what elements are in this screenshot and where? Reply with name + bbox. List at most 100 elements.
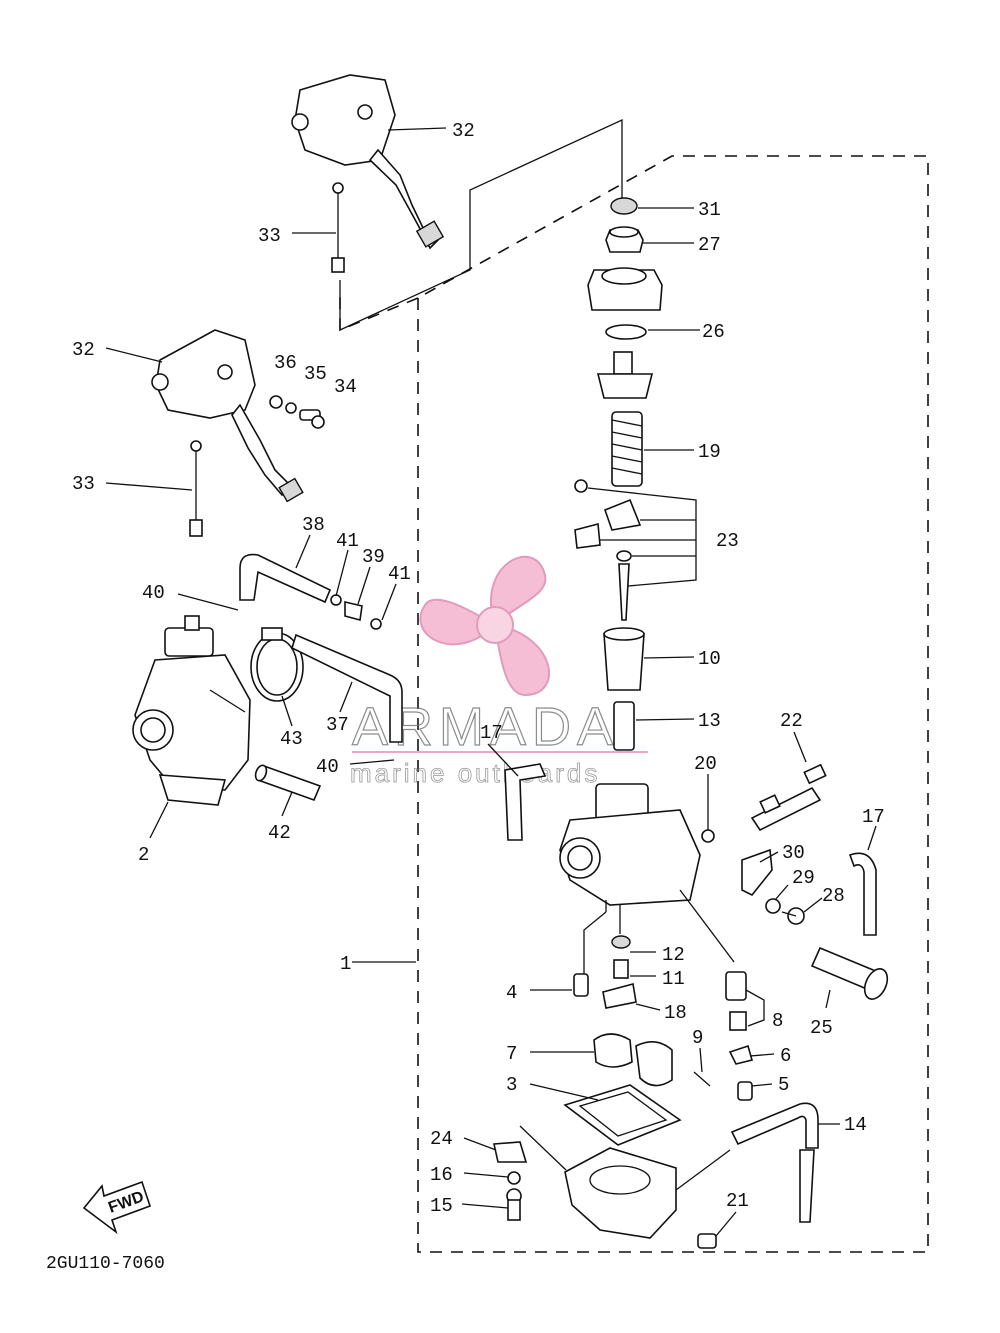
washer-31 [610,197,638,215]
callout-32-left: 32 [72,339,95,361]
callout-11: 11 [662,968,685,990]
hose-42 [254,764,322,802]
throttle-cable-left [189,440,203,537]
screw-21 [697,1233,717,1249]
screw-15 [506,1188,522,1221]
callout-10: 10 [698,648,721,670]
callout-15: 15 [430,1195,453,1217]
screw-5 [737,1081,753,1101]
callout-33-left: 33 [72,473,95,495]
callout-31: 31 [698,199,721,221]
diagram-code: 2GU110-7060 [46,1254,165,1274]
washer-12 [611,935,631,949]
vent-hose-38 [239,553,332,604]
bracket-30 [741,848,773,897]
callout-1: 1 [340,953,351,975]
callout-5: 5 [778,1074,789,1096]
callout-2: 2 [138,844,149,866]
propeller-logo-icon [419,555,550,697]
callout-12: 12 [662,944,685,966]
callout-24: 24 [430,1128,453,1150]
callout-39: 39 [362,546,385,568]
adjuster-set-22 [750,763,827,832]
callout-37: 37 [326,714,349,736]
o-ring-26 [605,324,647,340]
callout-35: 35 [304,363,327,385]
callout-16: 16 [430,1164,453,1186]
throttle-housing-top [291,74,445,250]
callout-26: 26 [702,321,725,343]
screw-28 [781,907,805,925]
callout-13: 13 [698,710,721,732]
plate-18 [602,983,637,1009]
hose-17-right [848,852,877,936]
callout-23: 23 [716,530,739,552]
callout-41-a: 41 [336,530,359,552]
callout-34: 34 [334,376,357,398]
callout-20: 20 [694,753,717,775]
callout-27: 27 [698,234,721,256]
carburetor-right [559,783,715,906]
callout-42: 42 [268,822,291,844]
drain-hose-37 [291,633,403,743]
callout-21: 21 [726,1190,749,1212]
callout-14: 14 [844,1114,867,1136]
callout-6: 6 [780,1045,791,1067]
watermark-subtitle: marine outboards [350,758,600,788]
carburetor-left [132,615,251,806]
throttle-housing-left [151,329,304,503]
float-chamber [564,1147,677,1239]
callout-18: 18 [664,1002,687,1024]
washer-29 [765,898,781,914]
callout-3: 3 [506,1074,517,1096]
callout-41-b: 41 [388,563,411,585]
callout-7: 7 [506,1043,517,1065]
callout-22: 22 [780,710,803,732]
leader-lines [105,127,877,1237]
callout-29: 29 [792,867,815,889]
callout-30: 30 [782,842,805,864]
callout-9: 9 [692,1027,703,1049]
callout-4: 4 [506,982,517,1004]
fwd-arrow-icon: FWD [82,1180,152,1235]
float-7 [593,1033,673,1087]
callout-36: 36 [274,352,297,374]
callout-40-b: 40 [316,756,339,778]
callout-19: 19 [698,441,721,463]
jet-4 [573,973,589,997]
top-cap-nut [587,267,663,311]
spring-19 [611,411,643,487]
callout-25: 25 [810,1017,833,1039]
assembly-boundary [339,118,929,1253]
overflow-hose-14 [730,1102,819,1223]
throttle-cable-top [331,182,345,273]
callout-32-top: 32 [452,120,475,142]
clamp-43 [250,627,304,702]
needle-set-23 [574,479,642,621]
armada-watermark: ARMADA marine outboards [350,555,648,788]
callout-38: 38 [302,514,325,536]
hose-17-left [504,763,547,841]
cap-plate [596,351,654,399]
cap-27 [605,226,644,253]
callout-8: 8 [772,1010,783,1032]
pin-9 [693,1071,711,1087]
pilot-screw-25 [810,946,889,1000]
callout-33-top: 33 [258,225,281,247]
callout-28: 28 [822,885,845,907]
jet-set-8 [725,971,747,1031]
throttle-valve-10 [603,627,645,691]
callout-40-a: 40 [142,582,165,604]
callout-labels: 32 33 32 36 35 34 33 38 41 39 41 40 43 3… [72,120,885,1217]
float-valve-6 [728,1044,753,1065]
main-jet-11 [613,959,629,979]
gasket-3 [563,1084,682,1146]
plate-24 [493,1141,528,1163]
washers-screw-34-36 [269,395,325,429]
callout-17-left: 17 [480,722,503,744]
washer-16 [507,1171,521,1185]
callout-17-right: 17 [862,806,885,828]
callout-43: 43 [280,728,303,750]
needle-jet-13 [613,701,635,751]
